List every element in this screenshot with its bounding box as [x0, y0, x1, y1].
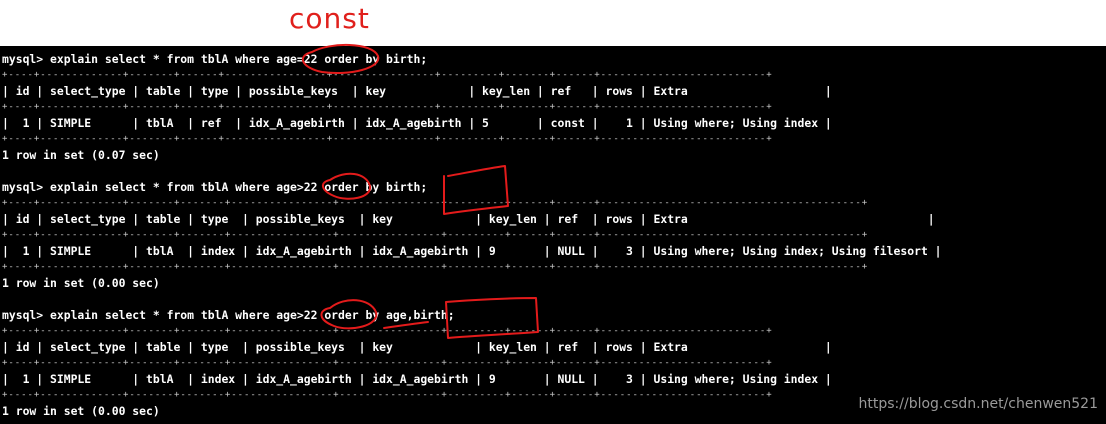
- table-border: +----+-------------+-------+-------+----…: [2, 358, 773, 368]
- table-data-row: | 1 | SIMPLE | tblA | index | idx_A_ageb…: [2, 372, 832, 386]
- table-border: +----+-------------+-------+-------+----…: [2, 198, 869, 208]
- result-summary: 1 row in set (0.00 sec): [2, 404, 160, 418]
- handwritten-const-label: const: [289, 2, 370, 35]
- sql-command: mysql> explain select * from tblA where …: [2, 180, 428, 194]
- table-border: +----+-------------+-------+------+-----…: [2, 102, 773, 112]
- table-border: +----+-------------+-------+-------+----…: [2, 230, 869, 240]
- result-summary: 1 row in set (0.07 sec): [2, 148, 160, 162]
- result-summary: 1 row in set (0.00 sec): [2, 276, 160, 290]
- terminal-console[interactable]: mysql> explain select * from tblA where …: [0, 46, 1106, 424]
- table-border: +----+-------------+-------+------+-----…: [2, 134, 773, 144]
- table-border: +----+-------------+-------+-------+----…: [2, 262, 869, 272]
- table-header-row: | id | select_type | table | type | poss…: [2, 84, 832, 98]
- sql-command: mysql> explain select * from tblA where …: [2, 308, 455, 322]
- table-data-row: | 1 | SIMPLE | tblA | ref | idx_A_agebir…: [2, 116, 832, 130]
- table-border: +----+-------------+-------+-------+----…: [2, 390, 773, 400]
- table-data-row: | 1 | SIMPLE | tblA | index | idx_A_ageb…: [2, 244, 942, 258]
- watermark: https://blog.csdn.net/chenwen521: [858, 396, 1098, 412]
- sql-command: mysql> explain select * from tblA where …: [2, 52, 428, 66]
- annotation-header: const: [0, 0, 1106, 46]
- table-border: +----+-------------+-------+------+-----…: [2, 70, 773, 80]
- table-header-row: | id | select_type | table | type | poss…: [2, 340, 832, 354]
- table-border: +----+-------------+-------+-------+----…: [2, 326, 773, 336]
- table-header-row: | id | select_type | table | type | poss…: [2, 212, 935, 226]
